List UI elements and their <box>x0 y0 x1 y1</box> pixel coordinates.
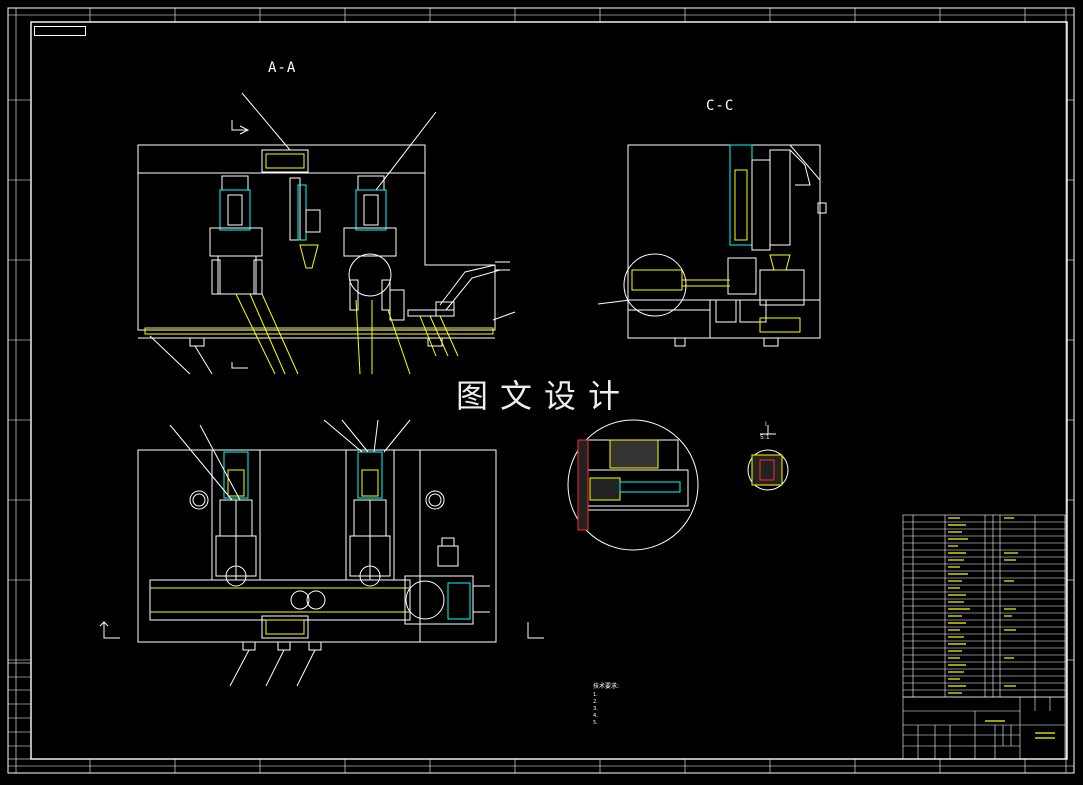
notes-line: 3. <box>593 706 598 712</box>
notes-line: 4. <box>593 713 598 719</box>
notes-line: 1. <box>593 692 598 698</box>
parts-list-table <box>902 514 1066 698</box>
technical-notes: 技术要求: 1. 2. 3. 4. 5. <box>593 683 619 727</box>
outer-border <box>7 7 1075 774</box>
section-cc-view <box>597 144 827 347</box>
title-block <box>902 696 1066 760</box>
notes-line: 5. <box>593 720 598 726</box>
detail-large <box>567 419 699 551</box>
detail-scale-label: 5:1 <box>760 434 770 441</box>
sheet-stamp <box>34 26 86 36</box>
zone-ticks <box>8 8 1074 773</box>
left-revision-block <box>7 662 32 760</box>
section-cc-title: C-C <box>706 98 735 114</box>
top-view <box>99 419 544 687</box>
notes-line: 2. <box>593 699 598 705</box>
detail-i-label: I <box>765 421 767 428</box>
watermark-text: 图文设计 <box>456 377 633 415</box>
notes-heading: 技术要求: <box>593 683 620 690</box>
section-aa-title: A-A <box>268 60 297 76</box>
detail-small <box>747 425 789 491</box>
section-aa-view <box>137 92 516 375</box>
inner-frame <box>30 21 1068 760</box>
